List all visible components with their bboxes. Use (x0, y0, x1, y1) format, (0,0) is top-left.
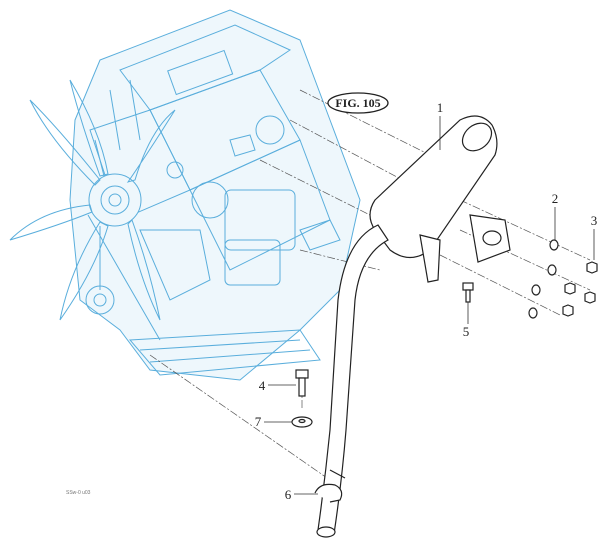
svg-text:2: 2 (552, 191, 559, 206)
tail-pipe (316, 224, 389, 538)
callout-5: 5 (463, 302, 470, 339)
svg-text:6: 6 (285, 487, 292, 502)
callout-4: 4 (259, 378, 296, 393)
hardware (291, 239, 598, 503)
engine-assembly (9, 9, 361, 381)
alignment-lines (149, 89, 591, 481)
bolt-5 (462, 282, 474, 303)
callout-6: 6 (285, 487, 318, 502)
nuts-3 (562, 261, 598, 317)
callout-1: 1 (437, 100, 444, 150)
svg-text:4: 4 (259, 378, 266, 393)
figure-reference[interactable]: FIG. 105 (327, 92, 389, 114)
figure-reference-label: FIG. 105 (335, 96, 380, 110)
callout-2: 2 (552, 191, 559, 240)
washers-2 (528, 239, 559, 319)
drawing-code: SSw-0 u03 (66, 490, 91, 496)
svg-text:1: 1 (437, 100, 444, 115)
clamp-6 (314, 469, 346, 503)
washer-7 (291, 416, 313, 428)
svg-text:7: 7 (255, 414, 262, 429)
cooling-fan (9, 79, 176, 321)
callout-3: 3 (591, 213, 598, 260)
callout-7: 7 (255, 414, 292, 429)
svg-text:3: 3 (591, 213, 598, 228)
muffler (369, 115, 511, 283)
svg-text:5: 5 (463, 324, 470, 339)
bolt-4 (295, 369, 309, 397)
